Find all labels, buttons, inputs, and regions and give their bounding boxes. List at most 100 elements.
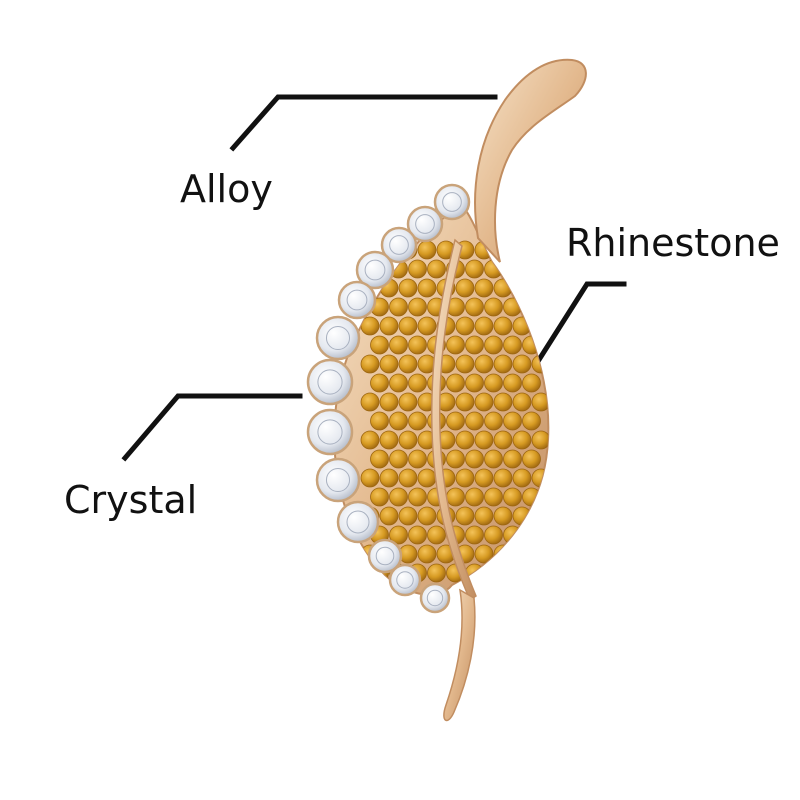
rhinestone	[446, 373, 465, 393]
crystal-facet	[426, 589, 444, 607]
rhinestone	[465, 259, 484, 279]
rhinestone	[417, 468, 437, 488]
rhinestone	[531, 316, 549, 336]
crystal	[433, 183, 471, 221]
rhinestone	[493, 430, 513, 450]
rhinestone	[389, 449, 408, 469]
rhinestone	[379, 316, 399, 336]
rhinestone	[446, 449, 465, 469]
rhinestone	[512, 468, 532, 488]
rhinestone	[398, 354, 418, 374]
rhinestone	[512, 392, 532, 412]
rhinestone	[484, 487, 503, 507]
rhinestone	[493, 354, 513, 374]
rhinestone	[512, 354, 532, 374]
crystal-facet	[389, 235, 409, 255]
rhinestone	[503, 411, 522, 431]
rhinestone	[503, 563, 522, 583]
rhinestone	[408, 411, 427, 431]
rhinestone	[503, 259, 522, 279]
rhinestone	[398, 392, 418, 412]
rhinestone	[531, 430, 549, 450]
rhinestone	[465, 411, 484, 431]
rhinestone	[446, 487, 465, 507]
rhinestone	[417, 240, 437, 260]
rhinestone	[503, 449, 522, 469]
rhinestone	[417, 506, 437, 526]
rhinestone	[503, 487, 522, 507]
rhinestone	[474, 316, 494, 336]
rhinestone	[379, 430, 399, 450]
rhinestone	[512, 240, 532, 260]
rhinestone	[389, 487, 408, 507]
crystal-facet	[415, 214, 435, 234]
rhinestone	[370, 449, 389, 469]
rhinestone	[465, 373, 484, 393]
crystal-facet	[442, 192, 462, 212]
crystal-facet	[396, 571, 414, 589]
rhinestone	[455, 506, 475, 526]
crystal-facet	[317, 419, 343, 445]
rhinestone	[503, 525, 522, 545]
rhinestone	[408, 487, 427, 507]
rhinestone	[493, 506, 513, 526]
rhinestone	[427, 525, 446, 545]
rhinestone	[455, 278, 475, 298]
alloy-stem-bottom	[443, 588, 476, 722]
rhinestone	[493, 316, 513, 336]
alloy-label: Alloy	[180, 167, 273, 211]
rhinestone	[484, 449, 503, 469]
crystal-facet	[325, 467, 351, 493]
rhinestone	[370, 373, 389, 393]
rhinestone	[379, 468, 399, 488]
crystal	[419, 582, 451, 614]
crystal	[306, 408, 354, 456]
rhinestone	[360, 392, 380, 412]
crystal-facet	[317, 369, 343, 395]
rhinestone	[531, 240, 549, 260]
rhinestone	[512, 278, 532, 298]
rhinestone	[398, 278, 418, 298]
rhinestone	[417, 278, 437, 298]
crystal-facet	[346, 510, 370, 534]
crystal-border	[306, 183, 471, 614]
crystal	[380, 226, 418, 264]
crystal	[406, 205, 444, 243]
rhinestone	[522, 563, 541, 583]
rhinestone	[408, 335, 427, 355]
rhinestone	[484, 563, 503, 583]
alloy-stem-top	[474, 58, 587, 263]
rhinestone	[389, 373, 408, 393]
rhinestone	[360, 354, 380, 374]
rhinestone	[360, 430, 380, 450]
rhinestone	[493, 468, 513, 488]
rhinestone	[512, 430, 532, 450]
rhinestone	[512, 544, 532, 564]
crystal	[337, 280, 377, 320]
rhinestone	[389, 525, 408, 545]
rhinestone-leader-line	[531, 281, 627, 370]
rhinestone	[531, 544, 549, 564]
rhinestone	[493, 392, 513, 412]
rhinestone	[474, 544, 494, 564]
crystal	[315, 315, 361, 361]
rhinestone	[484, 297, 503, 317]
rhinestone	[455, 316, 475, 336]
rhinestone	[531, 392, 549, 412]
crystal	[306, 358, 354, 406]
rhinestone	[389, 297, 408, 317]
rhinestone	[427, 563, 446, 583]
rhinestone	[474, 392, 494, 412]
crystal-facet	[325, 325, 351, 351]
rhinestone	[522, 373, 541, 393]
rhinestone	[389, 335, 408, 355]
crystal-label: Crystal	[64, 478, 198, 522]
rhinestone	[484, 411, 503, 431]
rhinestone	[398, 506, 418, 526]
rhinestone	[531, 278, 549, 298]
crystal-facet	[346, 289, 368, 311]
rhinestone	[427, 259, 446, 279]
rhinestone	[408, 373, 427, 393]
leader-lines	[121, 94, 627, 462]
